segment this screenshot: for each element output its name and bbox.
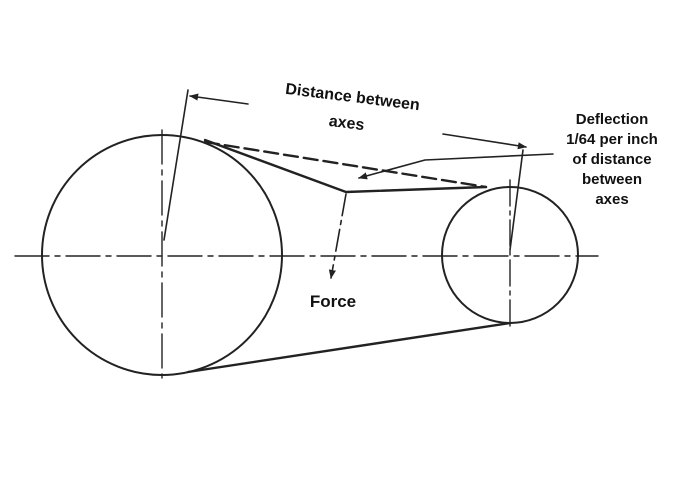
distance-label-line1: Distance between [284,81,420,114]
belt-lower-span [186,321,512,374]
force-arrow [328,193,347,279]
force-label: Force [310,292,356,311]
deflection-label-line3: of distance [572,151,651,168]
distance-arrow-left [189,93,249,105]
deflection-label-line5: axes [595,191,628,208]
distance-arrow-right [442,133,527,150]
belt-deflected-upper-span [203,138,488,194]
small-axis-extension-line [509,149,524,251]
deflection-label-line2: 1/64 per inch [566,131,658,148]
undeflected-belt-line [203,140,488,189]
deflection-label-line4: between [582,171,642,188]
deflection-leader-line [358,153,554,180]
large-axis-extension-line [163,89,189,241]
deflection-label-line1: Deflection [576,111,649,128]
distance-label-line2: axes [328,113,366,134]
